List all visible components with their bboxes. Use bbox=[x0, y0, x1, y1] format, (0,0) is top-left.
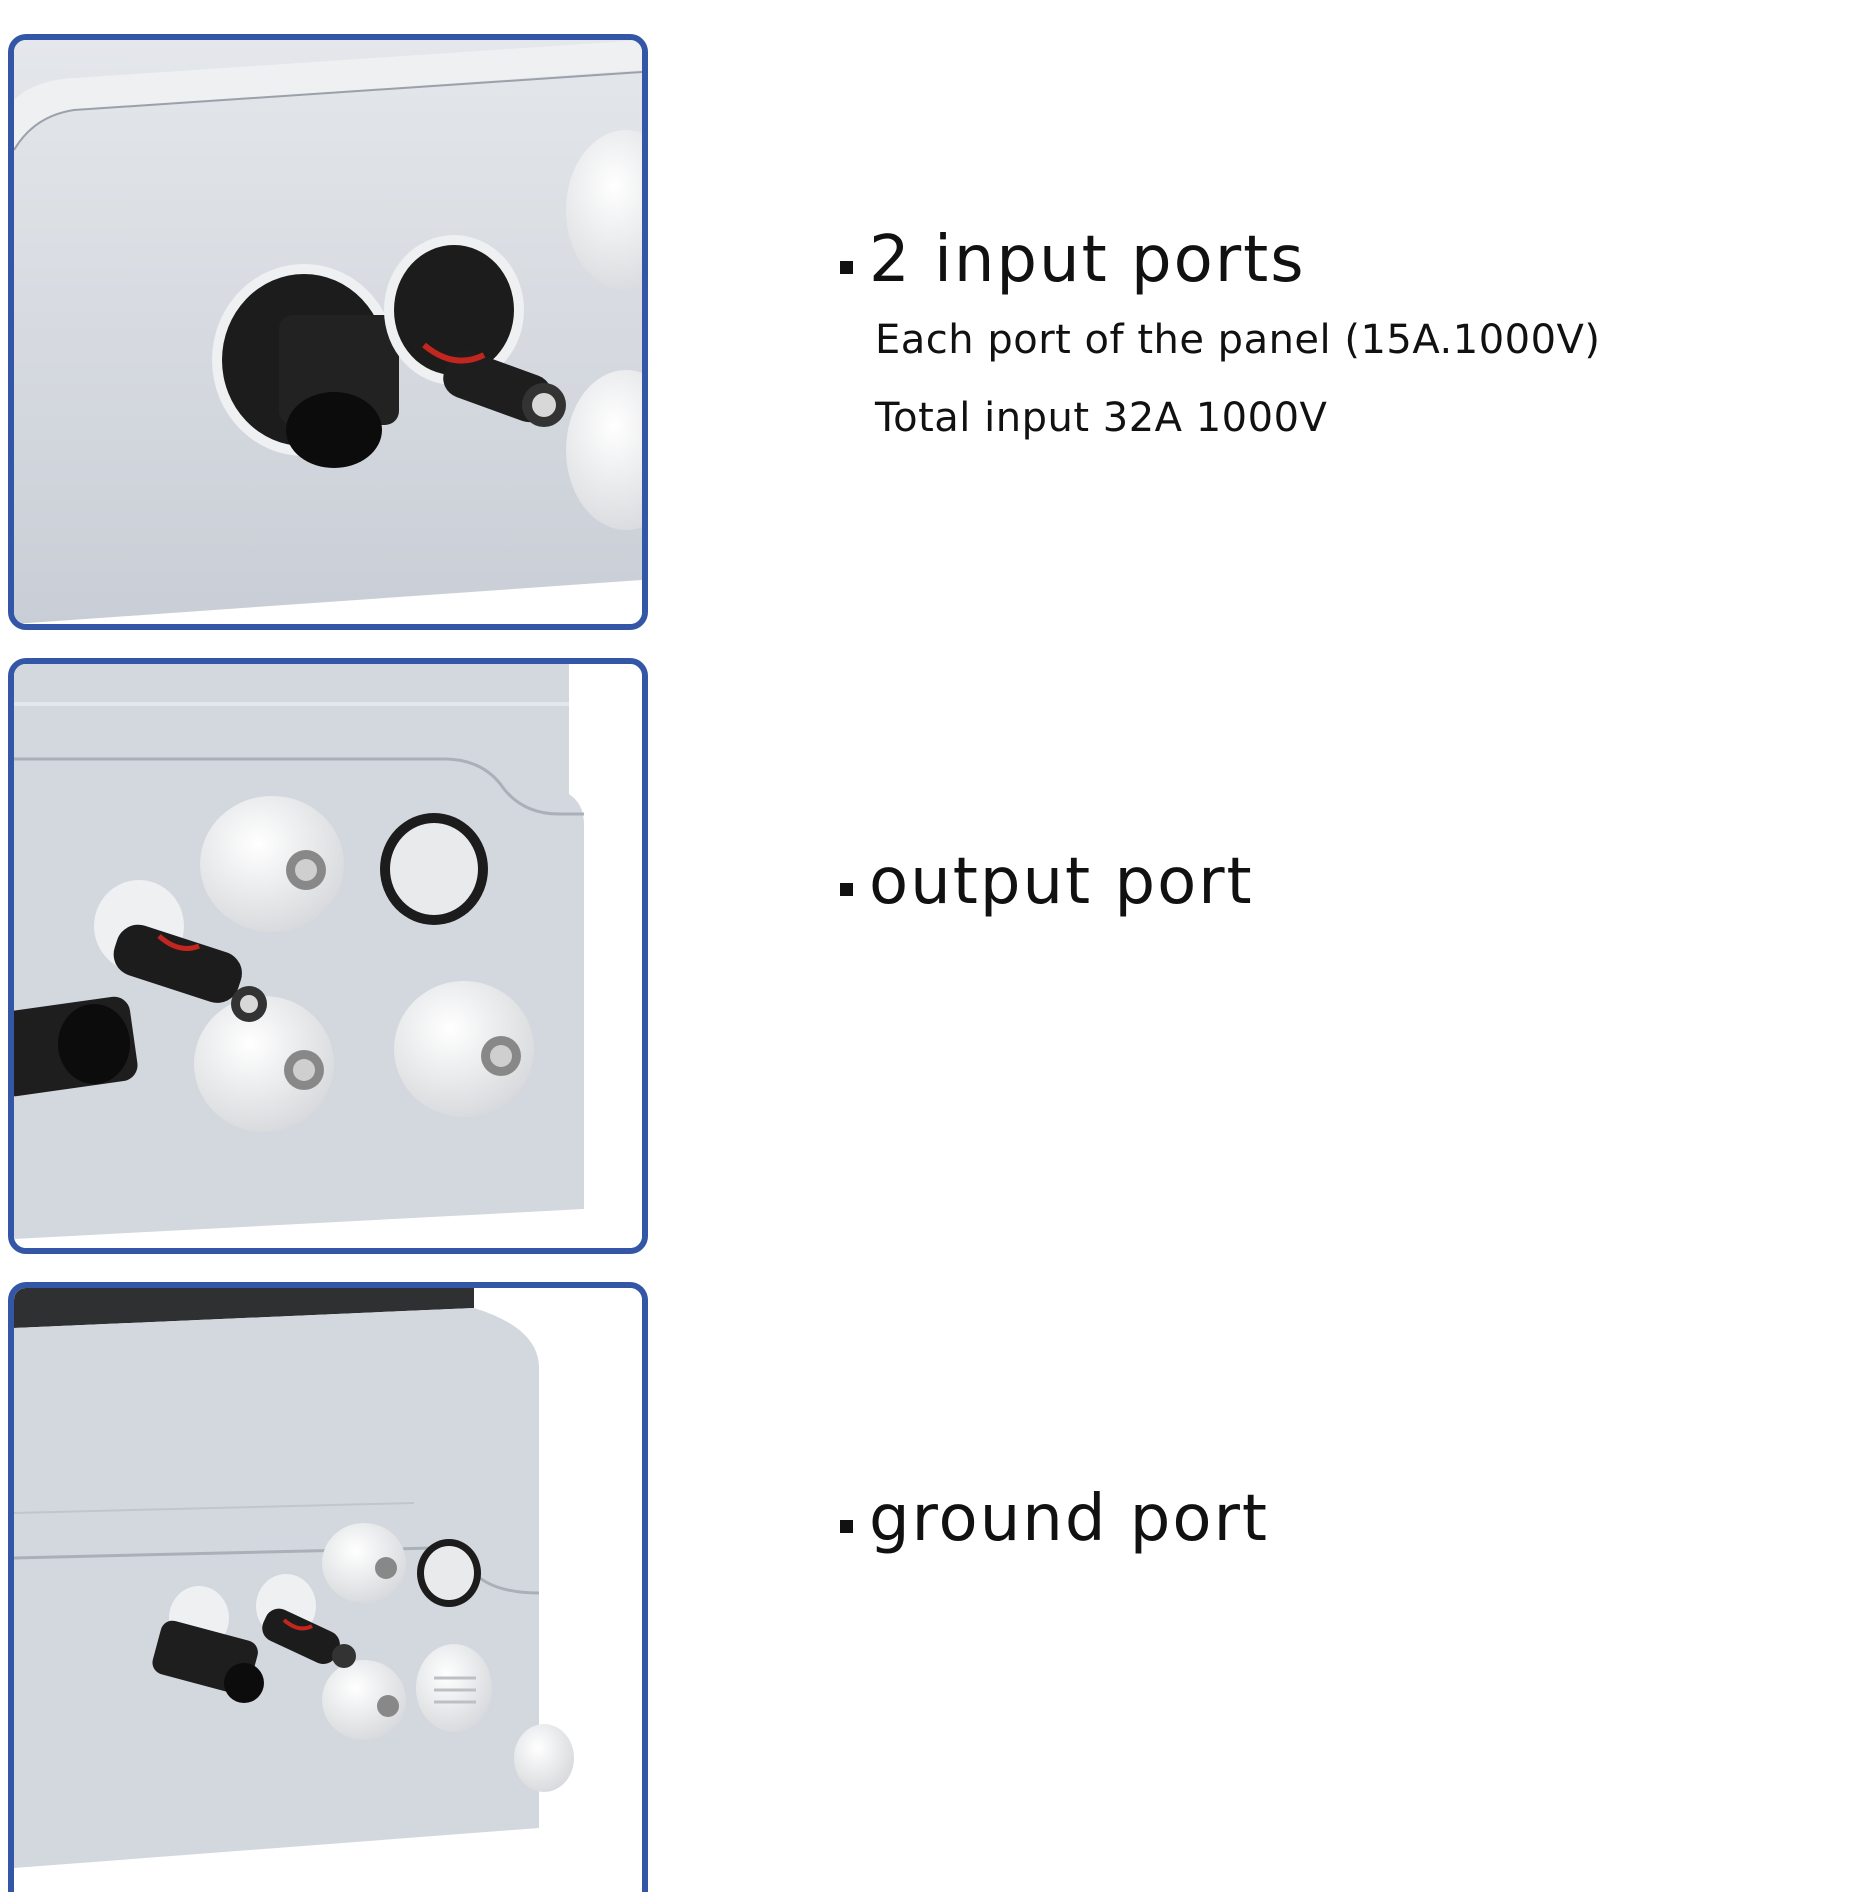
feature-output-port: output port bbox=[840, 850, 1254, 914]
cable-gland-icon bbox=[322, 1523, 406, 1603]
cable-gland-icon bbox=[200, 796, 344, 932]
feature-title: ground port bbox=[869, 1482, 1269, 1556]
ground-screw-gland-icon bbox=[416, 1644, 574, 1792]
blanking-plug-icon bbox=[417, 1539, 481, 1607]
feature-detail: Total input 32A 1000V bbox=[875, 395, 1328, 441]
mc4-connector-icon bbox=[212, 264, 399, 468]
cable-gland-icon bbox=[194, 996, 334, 1132]
ground-port-illustration bbox=[14, 1288, 642, 1892]
cable-gland-icon bbox=[566, 130, 642, 290]
mc4-connector-icon bbox=[152, 1586, 264, 1703]
cable-gland-icon bbox=[394, 981, 534, 1117]
output-port-photo bbox=[8, 658, 648, 1254]
mc4-connector-icon bbox=[384, 235, 566, 427]
feature-input-ports: 2 input ports Each port of the panel (15… bbox=[840, 228, 1601, 438]
cable-gland-icon bbox=[566, 370, 642, 530]
input-ports-photo bbox=[8, 34, 648, 630]
ground-port-photo bbox=[8, 1282, 648, 1892]
feature-ground-port: ground port bbox=[840, 1487, 1269, 1551]
cable-gland-icon bbox=[322, 1660, 406, 1740]
feature-title: output port bbox=[869, 845, 1254, 919]
feature-detail: Each port of the panel (15A.1000V) bbox=[875, 317, 1601, 363]
mc4-connector-icon bbox=[14, 880, 267, 1097]
output-port-illustration bbox=[14, 664, 642, 1248]
blanking-plug-icon bbox=[380, 813, 488, 925]
input-ports-illustration bbox=[14, 40, 642, 624]
bullet-icon bbox=[840, 883, 853, 896]
mc4-connector-icon bbox=[256, 1574, 356, 1668]
feature-title: 2 input ports bbox=[869, 223, 1306, 297]
bullet-icon bbox=[840, 1520, 853, 1533]
bullet-icon bbox=[840, 261, 853, 274]
